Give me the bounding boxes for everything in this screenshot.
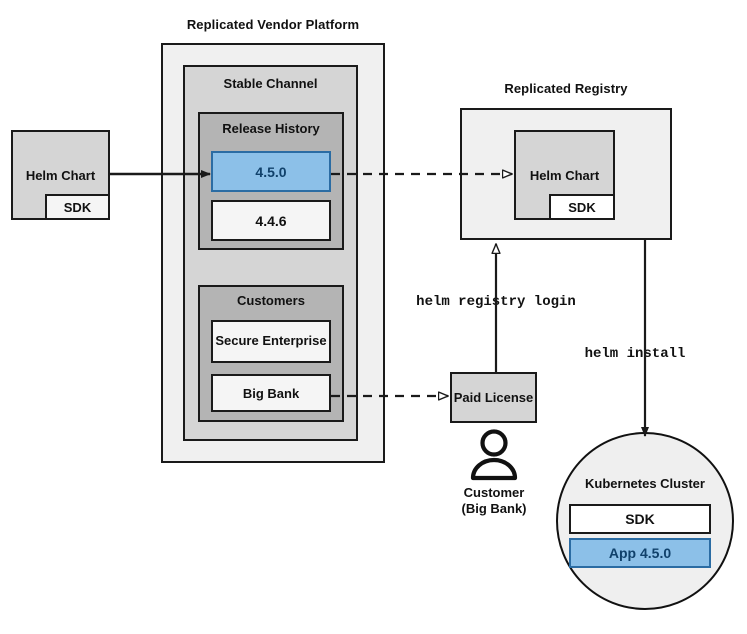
- registry-sdk-box[interactable]: SDK: [549, 194, 615, 220]
- source-helm-chart-label: Helm Chart: [25, 167, 96, 183]
- registry-helm-chart-label: Helm Chart: [529, 167, 600, 183]
- stable-channel-label: Stable Channel: [223, 76, 318, 91]
- paid-license-label: Paid License: [453, 389, 534, 405]
- source-sdk-label: SDK: [63, 199, 92, 215]
- cluster-component-label: SDK: [625, 511, 655, 527]
- helm-install-command: helm install: [584, 346, 686, 362]
- release-version-4-4-6[interactable]: 4.4.6: [211, 200, 331, 241]
- cluster-component-sdk[interactable]: SDK: [569, 504, 711, 534]
- customer-caption-line2: (Big Bank): [461, 501, 527, 516]
- kubernetes-cluster-label: Kubernetes Cluster: [585, 476, 705, 491]
- release-version-4-5-0[interactable]: 4.5.0: [211, 151, 331, 192]
- customers-label: Customers: [237, 293, 305, 308]
- platform-title: Replicated Vendor Platform: [186, 17, 360, 32]
- person-icon: [470, 429, 518, 481]
- customer-name: Big Bank: [242, 385, 300, 401]
- paid-license-box[interactable]: Paid License: [450, 372, 537, 423]
- customer-name: Secure Enterprise: [215, 333, 327, 349]
- cluster-component-label: App 4.5.0: [608, 545, 672, 561]
- cluster-component-app[interactable]: App 4.5.0: [569, 538, 711, 568]
- customer-big-bank[interactable]: Big Bank: [211, 374, 331, 412]
- source-sdk-box[interactable]: SDK: [45, 194, 110, 220]
- customer-secure-enterprise[interactable]: Secure Enterprise: [211, 320, 331, 363]
- registry-title: Replicated Registry: [504, 81, 628, 96]
- release-version-label: 4.5.0: [255, 163, 287, 180]
- registry-sdk-label: SDK: [568, 199, 596, 215]
- release-version-label: 4.4.6: [255, 212, 287, 229]
- release-history-label: Release History: [222, 121, 320, 136]
- customer-caption-line1: Customer: [463, 485, 525, 500]
